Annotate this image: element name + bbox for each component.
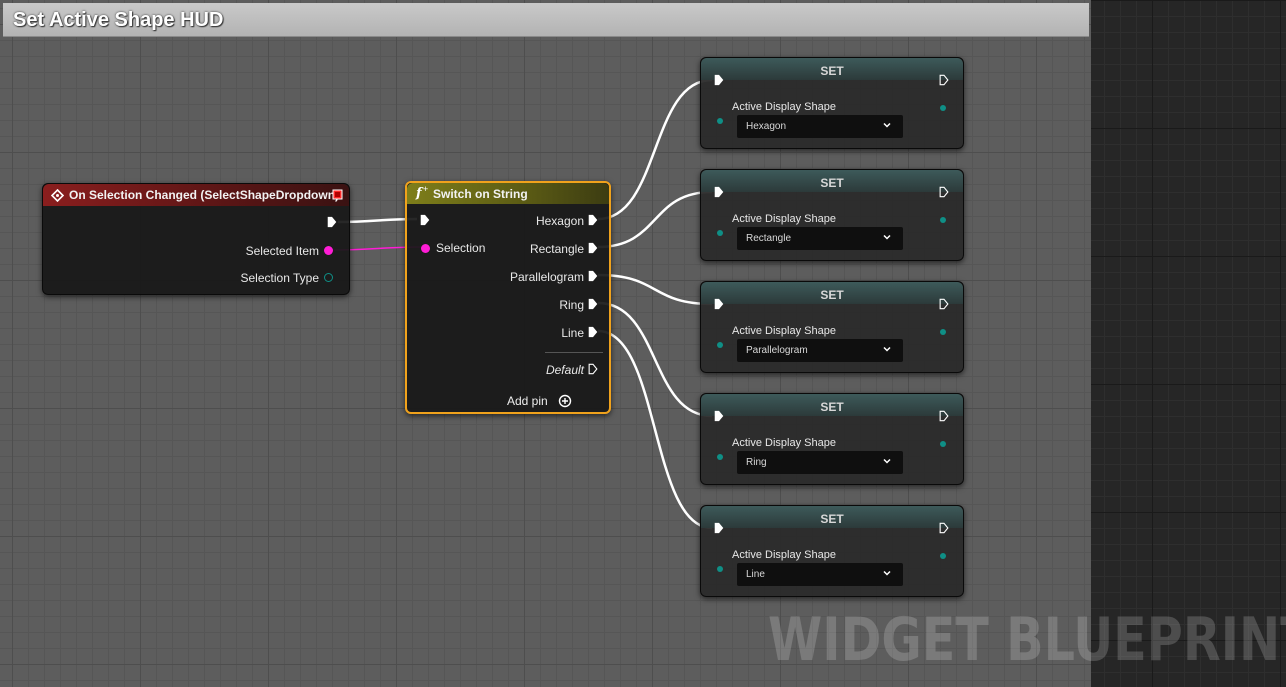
string-pin-selection[interactable] [421,244,430,253]
set-node-parallelogram[interactable]: SET Active Display Shape Parallelogram [700,281,964,373]
graph-title-bar: Set Active Shape HUD [3,3,1089,37]
exec-arrow-icon[interactable] [587,326,599,338]
add-pin-button[interactable]: Add pin [507,393,577,409]
set-node-title: SET [820,512,844,526]
exec-arrow-icon[interactable] [587,363,599,375]
pin-label-selection: Selection [436,241,486,255]
shape-value-dropdown[interactable]: Parallelogram [737,339,903,362]
chevron-down-icon [883,570,891,576]
switch-out-label-rectangle: Rectangle [529,242,584,256]
enum-pin-output[interactable] [940,105,946,111]
exec-arrow-icon[interactable] [587,242,599,254]
enum-pin-input[interactable] [717,230,723,236]
set-node-header [701,170,963,192]
set-variable-label: Active Display Shape [732,437,836,449]
exec-arrow-icon[interactable] [938,410,950,422]
dropdown-value: Parallelogram [746,345,808,356]
dropdown-value: Hexagon [746,121,787,132]
graph-title: Set Active Shape HUD [13,9,224,31]
switch-out-label-parallelogram: Parallelogram [509,270,584,284]
exec-arrow-icon[interactable] [938,522,950,534]
exec-arrow-icon[interactable] [713,74,725,86]
exec-arrow-icon[interactable] [326,216,338,228]
function-f-icon: f [416,186,422,201]
exec-arrow-icon[interactable] [938,74,950,86]
exec-wire-parallelogram[interactable] [597,273,713,306]
pin-label-selected-item: Selected Item [245,244,319,258]
exec-arrow-icon[interactable] [419,214,431,226]
function-f-icon-plus: + [423,184,429,194]
exec-arrow-icon[interactable] [587,270,599,282]
dropdown-value: Ring [746,457,767,468]
set-node-header [701,58,963,80]
add-circle-icon [558,394,572,408]
set-node-header [701,506,963,528]
enum-pin-input[interactable] [717,342,723,348]
set-node-hexagon[interactable]: SET Active Display Shape Hexagon [700,57,964,149]
set-variable-label: Active Display Shape [732,213,836,225]
add-pin-label: Add pin [507,394,548,408]
event-node-title: On Selection Changed (SelectShapeDropdow… [69,188,340,202]
event-node-on-selection-changed[interactable]: On Selection Changed (SelectShapeDropdow… [42,183,350,295]
pin-label-selection-type: Selection Type [240,271,320,285]
switch-out-label-default: Default [545,363,584,377]
enum-pin-output[interactable] [940,217,946,223]
shape-value-dropdown[interactable]: Ring [737,451,903,474]
enum-pin-input[interactable] [717,566,723,572]
switch-node-header [407,183,609,204]
event-diamond-icon [51,189,64,202]
exec-wire-line[interactable] [597,329,713,530]
switch-on-string-node[interactable]: f + Switch on String Selection Hexagon R… [405,181,611,414]
exec-arrow-icon[interactable] [713,522,725,534]
exec-arrow-icon[interactable] [938,186,950,198]
set-node-line[interactable]: SET Active Display Shape Line [700,505,964,597]
enum-pin-output[interactable] [940,329,946,335]
exec-arrow-icon[interactable] [587,298,599,310]
enum-pin-selection-type[interactable] [324,273,333,282]
set-variable-label: Active Display Shape [732,549,836,561]
widget-blueprint-watermark: WIDGET BLUEPRINT [768,605,1286,675]
chevron-down-icon [883,122,891,128]
enum-pin-input[interactable] [717,454,723,460]
switch-divider [545,352,603,353]
enum-pin-output[interactable] [940,441,946,447]
enum-pin-input[interactable] [717,118,723,124]
set-node-header [701,282,963,304]
shape-value-dropdown[interactable]: Hexagon [737,115,903,138]
set-node-header [701,394,963,416]
exec-arrow-icon[interactable] [713,410,725,422]
set-node-title: SET [820,64,844,78]
string-pin-selected-item[interactable] [324,246,333,255]
shape-value-dropdown[interactable]: Rectangle [737,227,903,250]
chevron-down-icon [883,346,891,352]
event-node-header [43,184,349,206]
exec-wire-hexagon[interactable] [597,78,713,221]
shape-value-dropdown[interactable]: Line [737,563,903,586]
set-node-title: SET [820,288,844,302]
set-node-title: SET [820,400,844,414]
exec-arrow-icon[interactable] [938,298,950,310]
switch-out-label-ring: Ring [559,298,584,312]
switch-node-title: Switch on String [433,187,528,201]
exec-wire-rectangle[interactable] [597,190,713,249]
chevron-down-icon [883,234,891,240]
exec-wire-ring[interactable] [597,301,713,418]
set-variable-label: Active Display Shape [732,325,836,337]
dropdown-value: Line [746,569,765,580]
enum-pin-output[interactable] [940,553,946,559]
chevron-down-icon [883,458,891,464]
switch-out-label-hexagon: Hexagon [535,214,584,228]
set-node-title: SET [820,176,844,190]
delegate-square-icon[interactable] [332,189,343,200]
set-node-rectangle[interactable]: SET Active Display Shape Rectangle [700,169,964,261]
exec-arrow-icon[interactable] [713,186,725,198]
switch-out-label-line: Line [561,326,584,340]
exec-arrow-icon[interactable] [587,214,599,226]
dropdown-value: Rectangle [746,233,792,244]
set-variable-label: Active Display Shape [732,101,836,113]
exec-arrow-icon[interactable] [713,298,725,310]
set-node-ring[interactable]: SET Active Display Shape Ring [700,393,964,485]
